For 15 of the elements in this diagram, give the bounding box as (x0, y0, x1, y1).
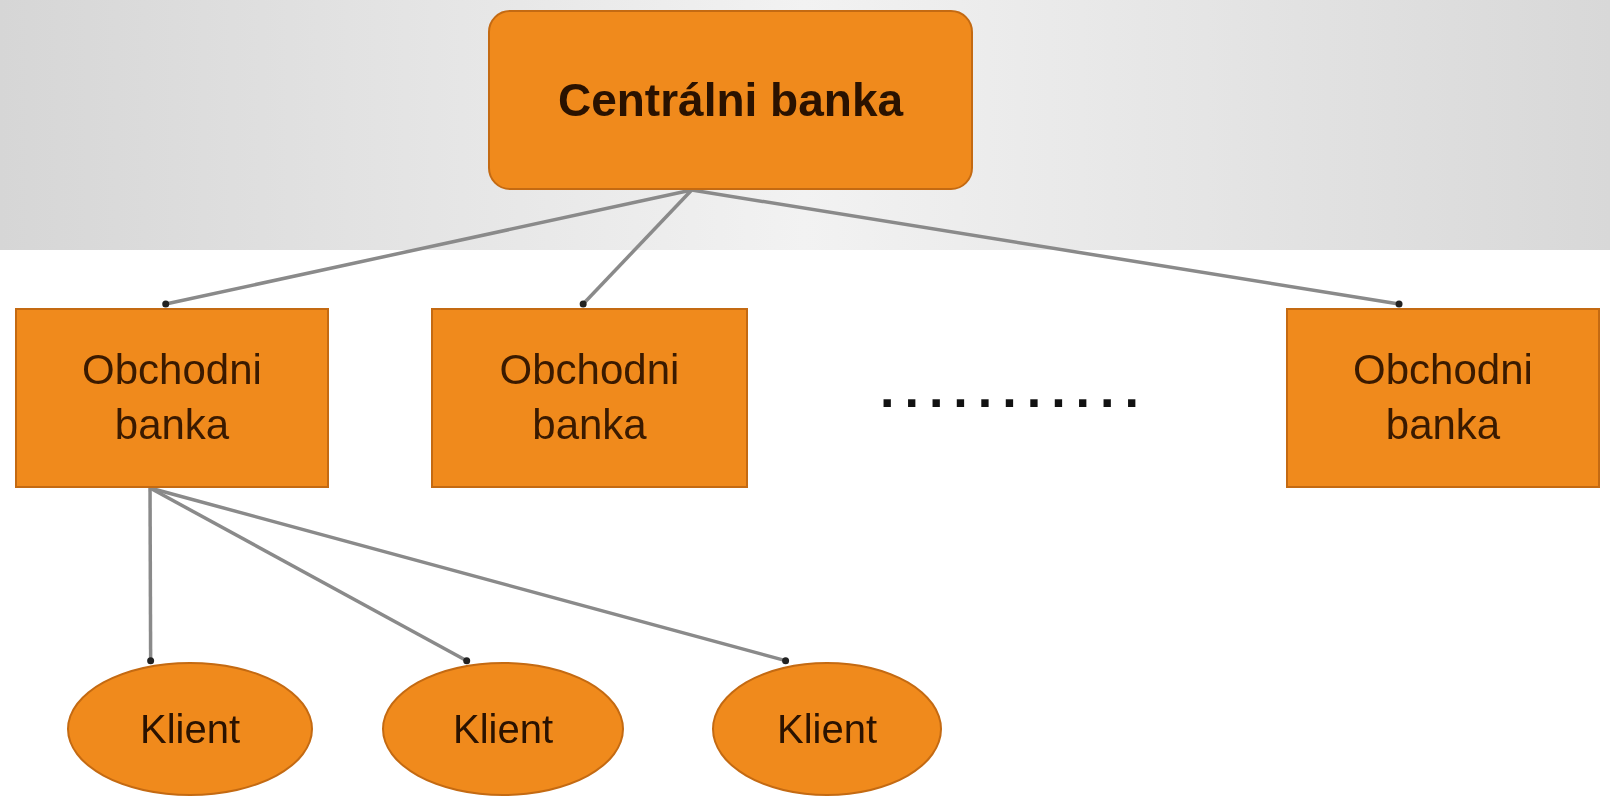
node-label: Obchodni banka (498, 345, 681, 450)
node-label: Centrálni banka (556, 72, 905, 128)
bank-box (15, 308, 329, 488)
ellipsis-label: ........... (880, 359, 1149, 420)
node-label: Obchodni banka (1352, 345, 1534, 450)
node-label: Klient (451, 706, 555, 753)
bank-box (1286, 308, 1600, 488)
connector-line (579, 188, 693, 308)
connector-line (691, 188, 1403, 308)
connector-line (147, 488, 155, 665)
node-label: Klient (775, 706, 879, 753)
bank-box (488, 10, 973, 190)
bank-box (431, 308, 748, 488)
node-label: Klient (138, 706, 242, 753)
node-label: Obchodni banka (81, 345, 263, 450)
